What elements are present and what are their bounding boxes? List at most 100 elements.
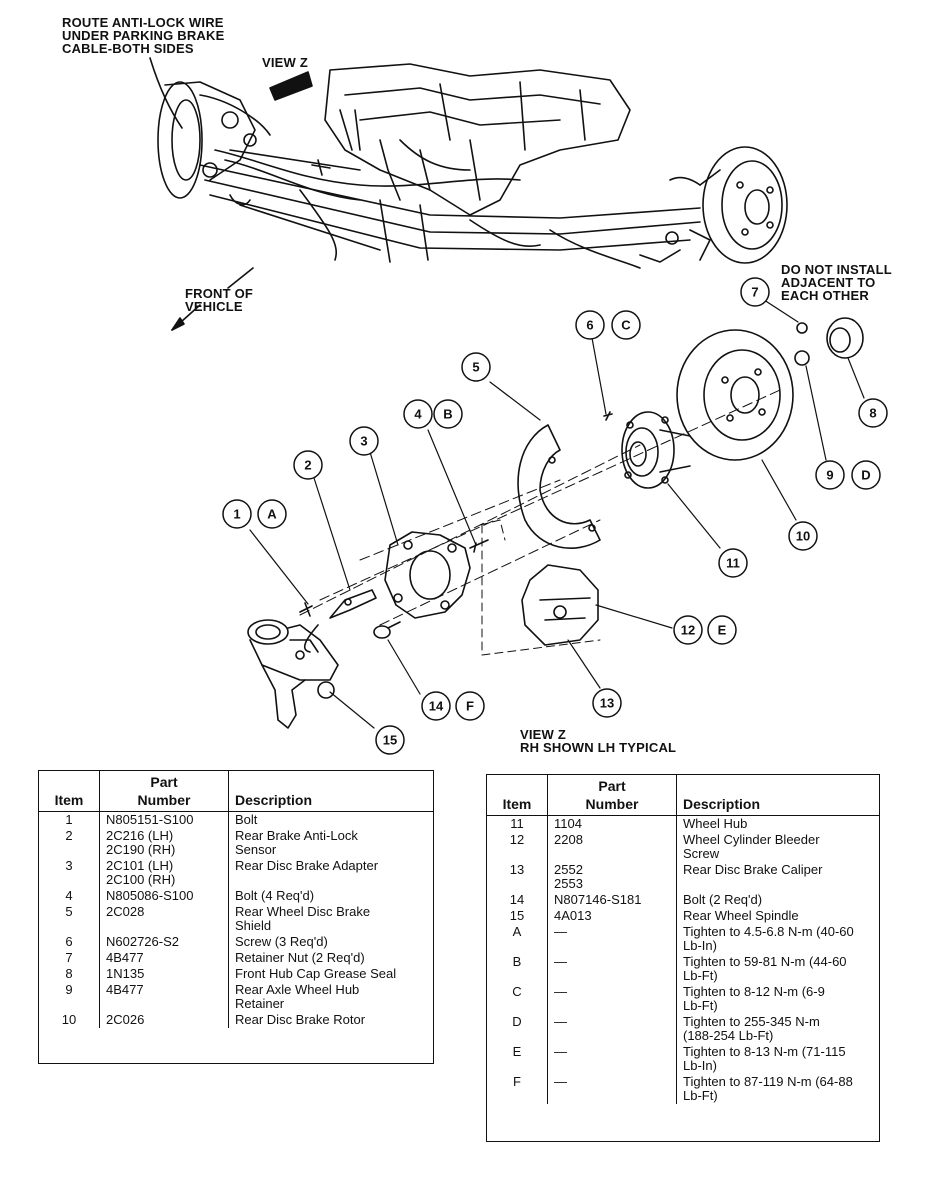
- callout-leaders: [249, 295, 865, 729]
- table-cell-part-number: —: [547, 1014, 677, 1044]
- table-cell-part-number: 2C216 (LH) 2C190 (RH): [99, 828, 229, 858]
- table-cell-description: Rear Axle Wheel Hub Retainer: [228, 982, 433, 1012]
- table-cell-item: 8: [65, 966, 73, 981]
- callout-label: 15: [383, 733, 397, 748]
- callout-label: E: [718, 623, 727, 638]
- axis-line-a: [319, 389, 781, 601]
- anti-lock-sensor: [303, 589, 377, 653]
- callout-label: 9: [826, 468, 833, 483]
- wheel-hub: [621, 411, 691, 489]
- table-row: F —Tighten to 87-119 N-m (64-88 Lb-Ft): [487, 1074, 879, 1104]
- route-wire-note: ROUTE ANTI-LOCK WIRE UNDER PARKING BRAKE…: [62, 15, 225, 56]
- table-cell-part-number: 4B477: [99, 982, 229, 1012]
- callout-circle: [455, 691, 485, 721]
- view-z-arrow: [269, 71, 313, 101]
- axis-line-d: [379, 519, 601, 626]
- table-cell-item: 9: [65, 982, 73, 997]
- column-header-part-number: Part Number: [547, 775, 677, 816]
- table-cell-description: Tighten to 255-345 N-m (188-254 Lb-Ft): [676, 1014, 879, 1044]
- bolt-14: [373, 621, 401, 639]
- callout-label: 12: [681, 623, 695, 638]
- table-cell-part-number: —: [547, 954, 677, 984]
- callout-circle: [740, 277, 770, 307]
- table-cell-item: 13: [509, 862, 525, 877]
- callout-label: 7: [751, 285, 758, 300]
- table-cell-part-number: —: [547, 1074, 677, 1104]
- route-wire-leader: [149, 57, 183, 129]
- callout-label: 1: [233, 507, 240, 522]
- table-cell-item: 3: [65, 858, 73, 873]
- table-cell-item: A: [512, 924, 522, 939]
- bolt-4: [469, 539, 489, 553]
- callout-label: 13: [600, 696, 614, 711]
- table-cell-item: 15: [509, 908, 525, 923]
- column-header-description: Description: [228, 771, 433, 812]
- table-cell-part-number: 4A013: [547, 908, 677, 924]
- table-cell-description: Bolt: [228, 811, 433, 828]
- table-cell-item: 4: [65, 888, 73, 903]
- callout-label: 11: [726, 556, 740, 571]
- table-cell-item: 6: [65, 934, 73, 949]
- callout-label: 8: [869, 406, 876, 421]
- callout-label: C: [621, 318, 631, 333]
- front-of-vehicle-label: FRONT OF VEHICLE: [185, 286, 254, 314]
- callout-circle: [293, 450, 323, 480]
- table-cell-part-number: 2C026: [99, 1012, 229, 1028]
- rear-wheel-spindle: [247, 619, 339, 729]
- table-cell-part-number: 2552 2553: [547, 862, 677, 892]
- table-cell-description: Tighten to 87-119 N-m (64-88 Lb-Ft): [676, 1074, 879, 1104]
- table-cell-description: Rear Disc Brake Rotor: [228, 1012, 433, 1028]
- table-cell-item: 14: [509, 892, 525, 907]
- table-cell-item: E: [512, 1044, 522, 1059]
- callout-circle: [851, 460, 881, 490]
- column-header-item: Item: [487, 775, 548, 816]
- table-cell-part-number: —: [547, 924, 677, 954]
- bolt-1: [299, 602, 313, 617]
- table-cell-item: 5: [65, 904, 73, 919]
- table-cell-part-number: 1N135: [99, 966, 229, 982]
- callout-circle: [433, 399, 463, 429]
- callout-circle: [403, 399, 433, 429]
- table-cell-description: Screw (3 Req'd): [228, 934, 433, 950]
- table-header-row: Item Part Number Description: [487, 775, 879, 816]
- rear-axle-assembly: [157, 63, 788, 269]
- view-z-caption: VIEW Z RH SHOWN LH TYPICAL: [520, 727, 677, 755]
- disc-brake-adapter: [384, 531, 471, 619]
- table-cell-part-number: 2C101 (LH) 2C100 (RH): [99, 858, 229, 888]
- callout-label: 3: [360, 434, 367, 449]
- table-row: D—Tighten to 255-345 N-m (188-254 Lb-Ft): [487, 1014, 879, 1044]
- table-cell-part-number: —: [547, 984, 677, 1014]
- table-cell-description: Tighten to 4.5-6.8 N-m (40-60 Lb-In): [676, 924, 879, 954]
- callout-label: F: [466, 699, 474, 714]
- parts-table-left-frame: [38, 770, 434, 1064]
- retainer-nut: [796, 322, 808, 334]
- table-cell-description: Bolt (4 Req'd): [228, 888, 433, 904]
- callout-circle: [257, 499, 287, 529]
- table-cell-description: Wheel Cylinder Bleeder Screw: [676, 832, 879, 862]
- screw-6: [603, 411, 613, 421]
- disc-brake-shield: [517, 424, 601, 549]
- table-cell-part-number: N807146-S181: [547, 892, 677, 908]
- table-cell-item: C: [512, 984, 522, 999]
- table-cell-item: F: [513, 1074, 521, 1089]
- table-header-row: Item Part Number Description: [39, 771, 433, 812]
- disc-brake-caliper: [521, 564, 599, 646]
- table-cell-part-number: N602726-S2: [99, 934, 229, 950]
- table-cell-part-number: 2C028: [99, 904, 229, 934]
- table-cell-part-number: 1104: [547, 815, 677, 832]
- table-cell-description: Wheel Hub: [676, 815, 879, 832]
- table-cell-item: 10: [61, 1012, 77, 1027]
